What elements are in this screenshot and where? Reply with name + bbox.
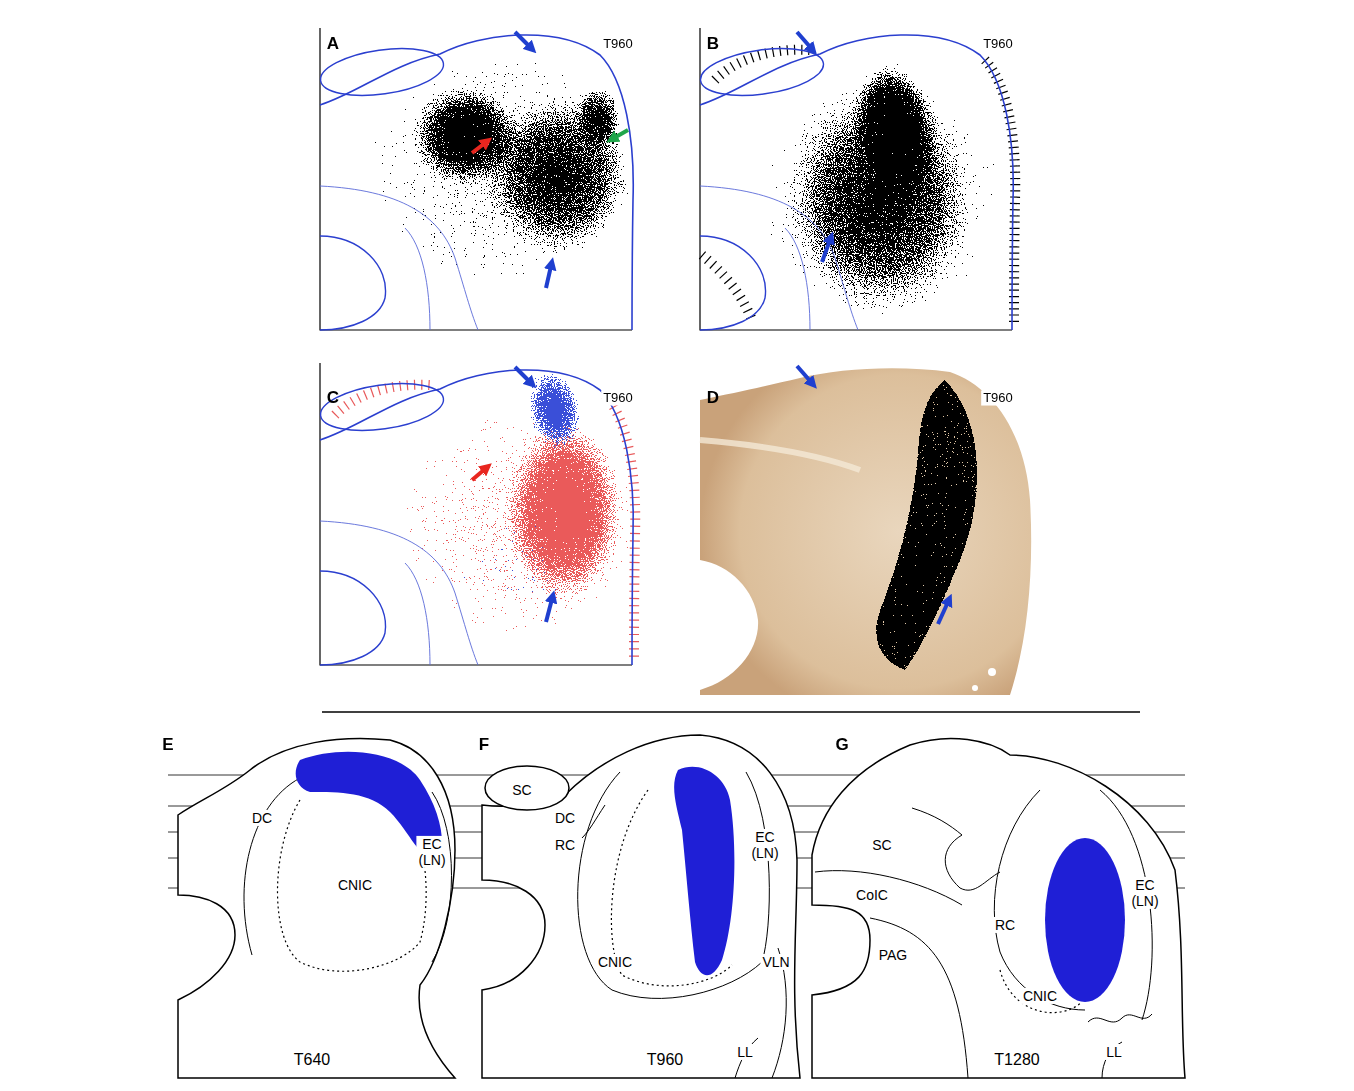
region-label: EC (LN)	[1129, 877, 1160, 909]
region-label: VLN	[760, 954, 791, 970]
section-number: T960	[981, 37, 1015, 52]
region-label: DC	[250, 810, 274, 826]
section-number: T960	[981, 391, 1015, 406]
section-number: T640	[292, 1051, 332, 1069]
region-label: RC	[553, 837, 577, 853]
panel-d	[700, 368, 1031, 695]
panel-b	[698, 28, 1020, 335]
schematic-e	[178, 739, 455, 1078]
region-label: CNIC	[596, 954, 634, 970]
section-number: T1280	[992, 1051, 1041, 1069]
panel-a	[318, 28, 650, 330]
region-label: RC	[993, 917, 1017, 933]
panel-letter: D	[705, 388, 721, 408]
region-label: PAG	[877, 947, 910, 963]
panel-letter: F	[477, 735, 491, 755]
region-label: SC	[510, 782, 533, 798]
pointer-arrows	[472, 32, 948, 624]
panel-letter: E	[160, 735, 175, 755]
region-label: LL	[735, 1044, 755, 1060]
region-label: CNIC	[1021, 988, 1059, 1004]
panel-letter: B	[705, 34, 721, 54]
section-number: T960	[645, 1051, 685, 1069]
section-number: T960	[601, 391, 635, 406]
region-label: EC (LN)	[749, 829, 780, 861]
region-label: SC	[870, 837, 893, 853]
region-label: CNIC	[336, 877, 374, 893]
region-label: CoIC	[854, 887, 890, 903]
region-label: LL	[1104, 1044, 1124, 1060]
region-label: EC (LN)	[416, 836, 447, 868]
section-number: T960	[601, 37, 635, 52]
panel-letter: A	[325, 34, 341, 54]
schematic-g	[812, 738, 1185, 1078]
panel-c	[318, 353, 660, 665]
schematic-f	[482, 735, 800, 1078]
panel-letter: G	[833, 735, 850, 755]
panel-letter: C	[325, 388, 341, 408]
region-label: DC	[553, 810, 577, 826]
divider	[322, 711, 1140, 712]
